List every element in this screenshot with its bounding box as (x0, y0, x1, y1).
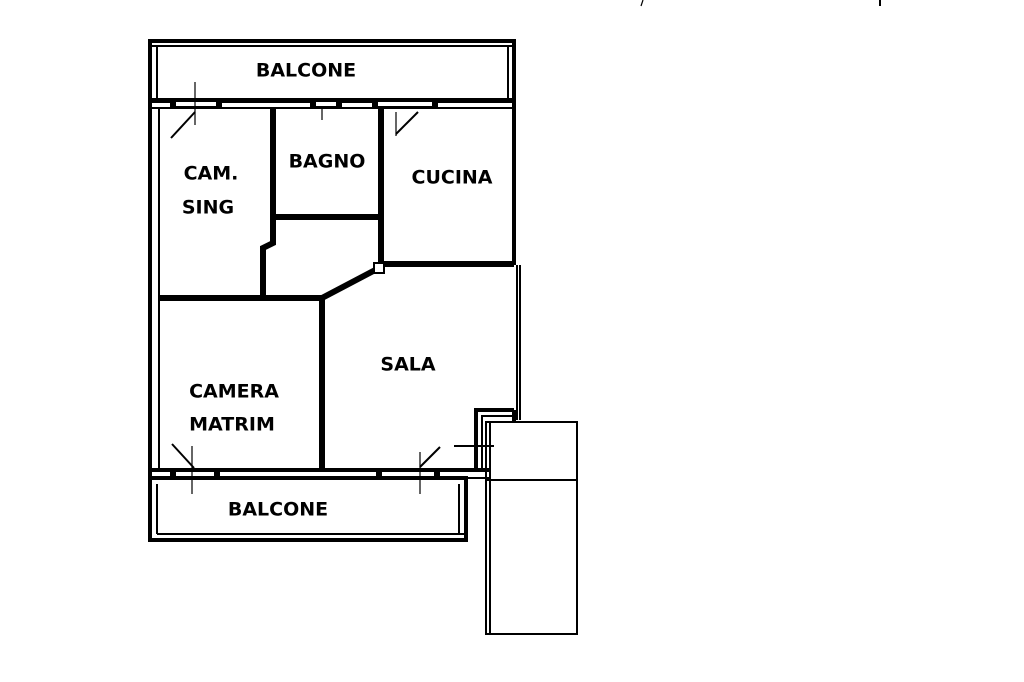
label-cam-sing-1: CAM. (184, 163, 239, 185)
label-camera-2: MATRIM (189, 414, 275, 436)
label-cucina: CUCINA (412, 167, 493, 189)
balcony-bottom (148, 476, 468, 542)
interior-walls (159, 108, 514, 470)
room-labels: BALCONE CAM. SING BAGNO CUCINA SALA CAME… (182, 60, 493, 521)
label-bagno: BAGNO (289, 151, 366, 173)
label-camera-1: CAMERA (189, 381, 279, 403)
windows-top (170, 101, 438, 108)
stair-block (474, 408, 578, 635)
label-sala: SALA (380, 354, 435, 376)
label-balcone-bottom: BALCONE (228, 499, 328, 521)
label-cam-sing-2: SING (182, 197, 234, 219)
door-swings (170, 82, 494, 494)
scan-marks (640, 0, 881, 7)
label-balcone-top: BALCONE (256, 60, 356, 82)
